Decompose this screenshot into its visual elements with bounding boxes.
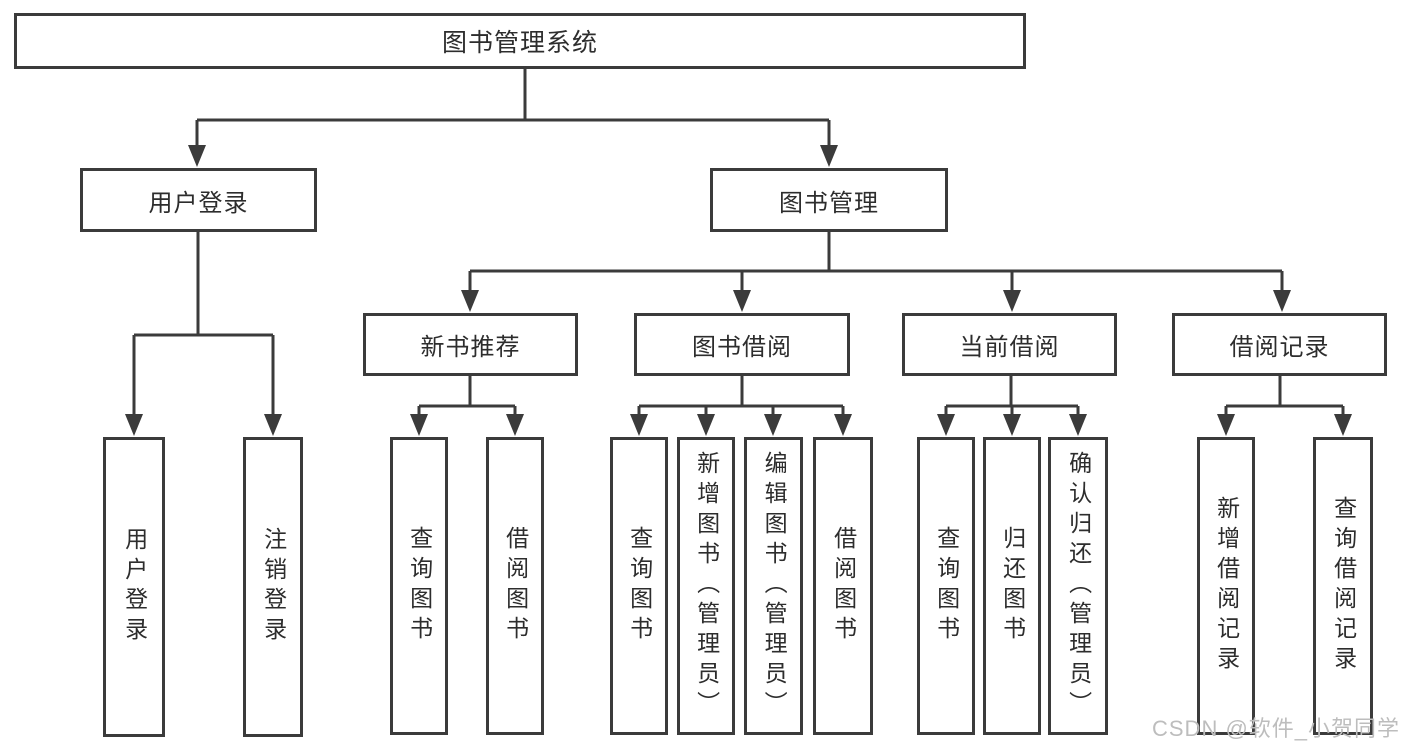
node-book-borrowing: 图书借阅 [634, 313, 850, 376]
leaf-borrow-edit-book-admin-label: 编辑图书（管理员） [761, 451, 788, 721]
leaf-borrow-edit-book-admin: 编辑图书（管理员） [744, 437, 803, 735]
leaf-records-add-record: 新增借阅记录 [1197, 437, 1255, 735]
leaf-current-confirm-return-admin: 确认归还（管理员） [1048, 437, 1108, 735]
leaf-recommend-query-books-label: 查询图书 [406, 526, 433, 646]
leaf-borrow-borrow-books-label: 借阅图书 [830, 526, 857, 646]
leaf-user-login: 用户登录 [103, 437, 165, 737]
node-borrowing-records-label: 借阅记录 [1229, 334, 1330, 361]
node-user-login-label: 用户登录 [148, 189, 249, 217]
node-current-borrowing: 当前借阅 [902, 313, 1117, 376]
leaf-recommend-borrow-books-label: 借阅图书 [502, 526, 529, 646]
leaf-current-query-books: 查询图书 [917, 437, 975, 735]
leaf-borrow-query-books-label: 查询图书 [626, 526, 653, 646]
leaf-borrow-add-book-admin-label: 新增图书（管理员） [693, 451, 720, 721]
node-system-root: 图书管理系统 [14, 13, 1026, 69]
connector-arrowheads [125, 145, 1352, 436]
node-new-book-recommendation: 新书推荐 [363, 313, 578, 376]
node-user-login: 用户登录 [80, 168, 317, 232]
leaf-recommend-borrow-books: 借阅图书 [486, 437, 544, 735]
leaf-records-query-record: 查询借阅记录 [1313, 437, 1373, 735]
node-new-book-recommendation-label: 新书推荐 [420, 334, 521, 361]
leaf-current-query-books-label: 查询图书 [933, 526, 960, 646]
node-book-management-label: 图书管理 [779, 189, 879, 217]
watermark-text: CSDN @软件_小贺同学 [1152, 716, 1401, 741]
leaf-current-return-book: 归还图书 [983, 437, 1041, 735]
leaf-borrow-borrow-books: 借阅图书 [813, 437, 873, 735]
node-book-borrowing-label: 图书借阅 [692, 334, 792, 361]
leaf-borrow-query-books: 查询图书 [610, 437, 668, 735]
node-borrowing-records: 借阅记录 [1172, 313, 1387, 376]
leaf-user-login-label: 用户登录 [121, 527, 148, 647]
node-system-root-label: 图书管理系统 [441, 29, 598, 57]
leaf-recommend-query-books: 查询图书 [390, 437, 448, 735]
leaf-borrow-add-book-admin: 新增图书（管理员） [677, 437, 735, 735]
leaf-records-add-record-label: 新增借阅记录 [1213, 496, 1240, 676]
leaf-current-confirm-return-admin-label: 确认归还（管理员） [1065, 451, 1092, 721]
leaf-current-return-book-label: 归还图书 [999, 526, 1026, 646]
leaf-logout: 注销登录 [243, 437, 303, 737]
node-book-management: 图书管理 [710, 168, 948, 232]
node-current-borrowing-label: 当前借阅 [959, 334, 1060, 361]
leaf-records-query-record-label: 查询借阅记录 [1330, 496, 1357, 676]
leaf-logout-label: 注销登录 [260, 527, 287, 647]
